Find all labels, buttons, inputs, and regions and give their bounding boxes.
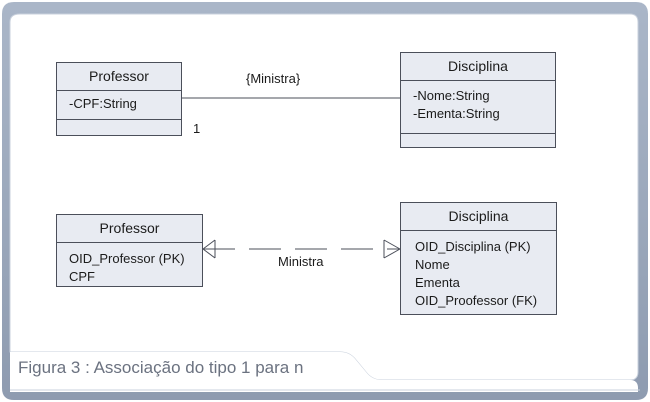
attribute: -CPF:String <box>69 96 137 111</box>
class-professor-operations <box>57 119 181 136</box>
entity-disciplina: Disciplina OID_Disciplina (PK) Nome Emen… <box>400 202 557 315</box>
class-disciplina-operations <box>401 133 555 149</box>
attribute: CPF <box>69 269 95 284</box>
entity-professor-name: Professor <box>57 215 202 243</box>
class-disciplina-attributes: -Nome:String -Ementa:String <box>401 81 555 133</box>
class-disciplina-name: Disciplina <box>401 53 555 81</box>
attribute: OID_Professor (PK) <box>69 251 185 266</box>
multiplicity-label: 1 <box>193 121 201 136</box>
attribute: OID_Disciplina (PK) <box>415 239 531 254</box>
entity-professor-attributes: OID_Professor (PK) CPF <box>57 243 202 286</box>
entity-disciplina-name: Disciplina <box>401 203 556 231</box>
attribute: OID_Proofessor (FK) <box>415 293 538 308</box>
relationship-line <box>202 239 401 259</box>
class-professor: Professor -CPF:String <box>56 62 182 136</box>
class-professor-attributes: -CPF:String <box>57 91 181 119</box>
attribute: Ementa <box>415 275 460 290</box>
class-disciplina: Disciplina -Nome:String -Ementa:String <box>400 52 556 148</box>
entity-professor: Professor OID_Professor (PK) CPF <box>56 214 203 287</box>
relationship-label: Ministra <box>278 254 324 269</box>
attribute: -Ementa:String <box>413 106 500 121</box>
attribute: Nome <box>415 257 450 272</box>
entity-disciplina-attributes: OID_Disciplina (PK) Nome Ementa OID_Proo… <box>401 231 556 310</box>
attribute: -Nome:String <box>413 88 490 103</box>
class-professor-name: Professor <box>57 63 181 91</box>
association-label: {Ministra} <box>246 71 301 86</box>
figure-caption: Figura 3 : Associação do tipo 1 para n <box>18 358 304 377</box>
